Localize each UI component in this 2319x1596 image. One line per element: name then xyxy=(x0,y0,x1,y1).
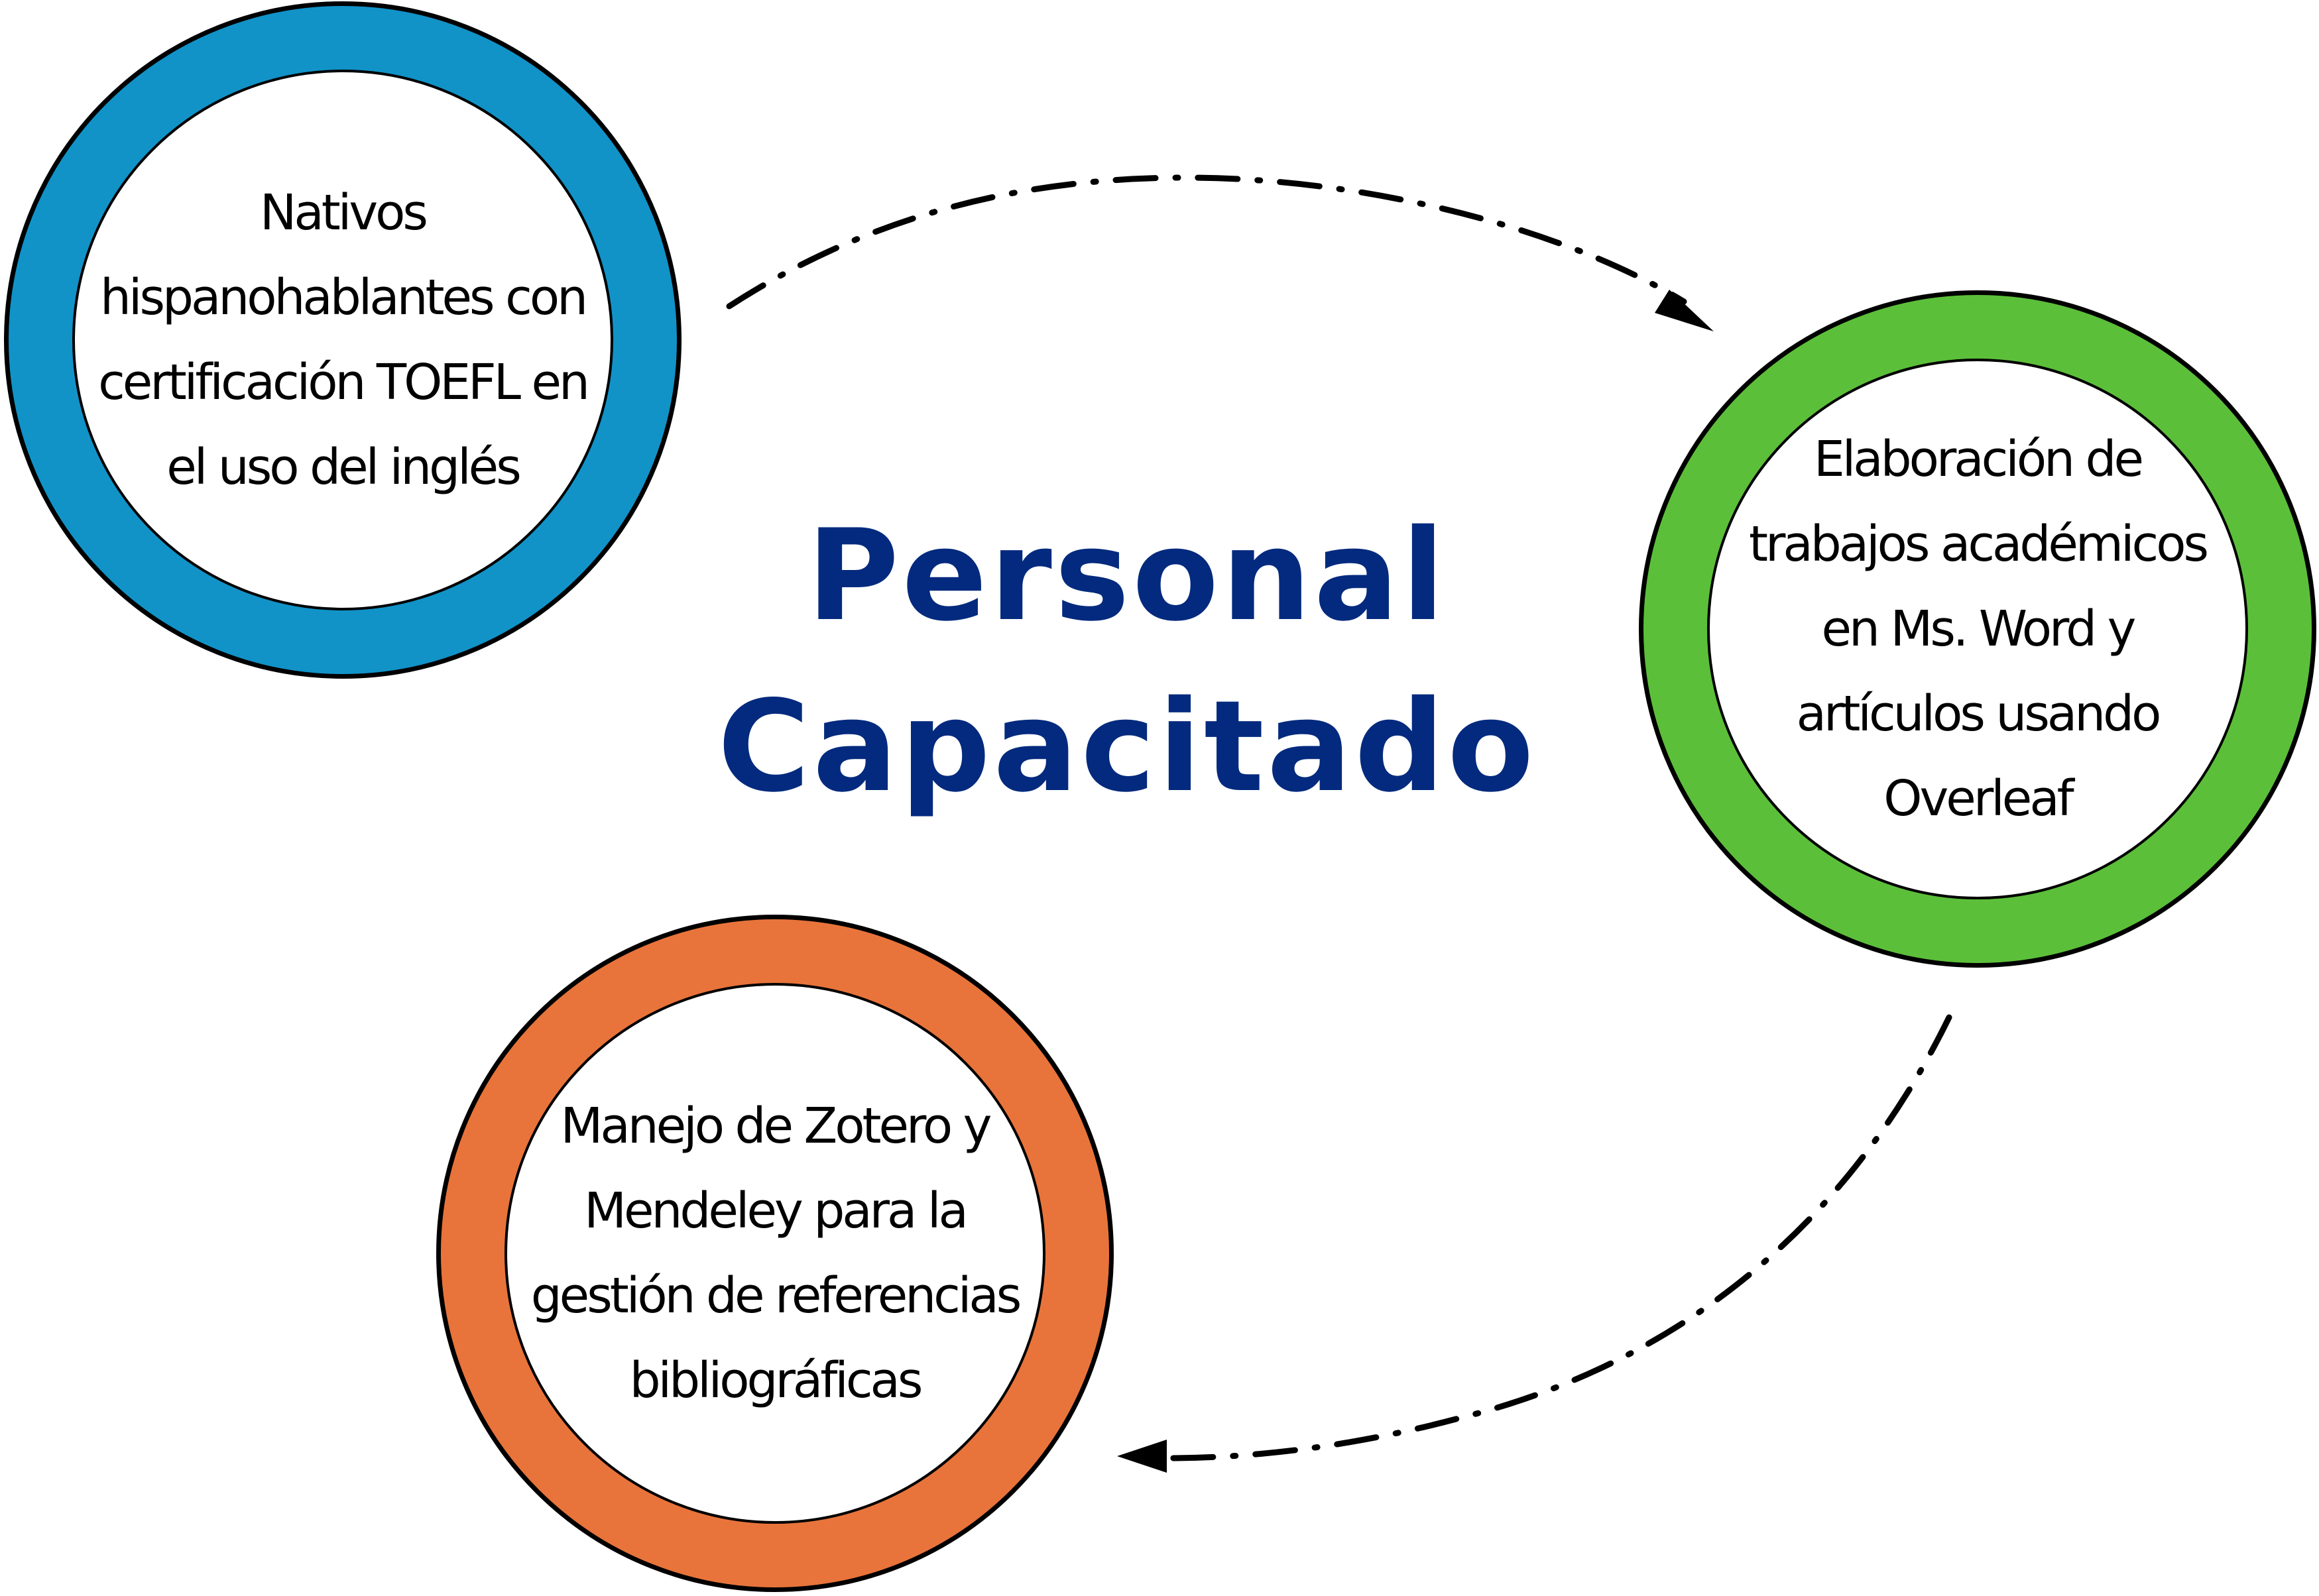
arrowhead-icon xyxy=(1117,1440,1167,1473)
label-line: bibliográficas xyxy=(629,1352,923,1409)
label-line: gestión de referencias xyxy=(530,1267,1022,1324)
node-label: Nativos hispanohablantes con certificaci… xyxy=(91,170,594,510)
node-label: Elaboración de trabajos académicos en Ms… xyxy=(1742,417,2213,841)
label-line: artículos usando xyxy=(1796,685,2162,742)
label-line: Overleaf xyxy=(1883,770,2074,827)
label-line: el uso del inglés xyxy=(166,439,522,496)
label-line: Nativos xyxy=(260,184,428,241)
node-native-speakers: Nativos hispanohablantes con certificaci… xyxy=(4,1,682,679)
node-inner-circle: Nativos hispanohablantes con certificaci… xyxy=(72,70,613,610)
label-line: Mendeley para la xyxy=(584,1182,969,1239)
arrow-native-to-academic xyxy=(726,174,1687,310)
node-academic-writing: Elaboración de trabajos académicos en Ms… xyxy=(1639,290,2316,968)
label-line: trabajos académicos xyxy=(1748,516,2209,573)
node-inner-circle: Manejo de Zotero y Mendeley para la gest… xyxy=(505,983,1045,1524)
node-reference-management: Manejo de Zotero y Mendeley para la gest… xyxy=(436,915,1114,1592)
node-label: Manejo de Zotero y Mendeley para la gest… xyxy=(524,1084,1026,1423)
label-line: en Ms. Word y xyxy=(1821,600,2137,657)
node-inner-circle: Elaboración de trabajos académicos en Ms… xyxy=(1707,359,2248,899)
diagram-title: Personal Capacitado xyxy=(696,490,1558,832)
title-line-2: Capacitado xyxy=(717,673,1537,820)
label-line: Elaboración de xyxy=(1813,431,2144,488)
label-line: Manejo de Zotero y xyxy=(560,1098,992,1155)
arrowhead-icon xyxy=(1655,290,1714,331)
title-line-1: Personal xyxy=(806,502,1448,649)
label-line: hispanohablantes con xyxy=(99,269,588,326)
label-line: certificación TOEFL en xyxy=(98,354,590,411)
arrow-academic-to-references xyxy=(1163,1014,1952,1461)
